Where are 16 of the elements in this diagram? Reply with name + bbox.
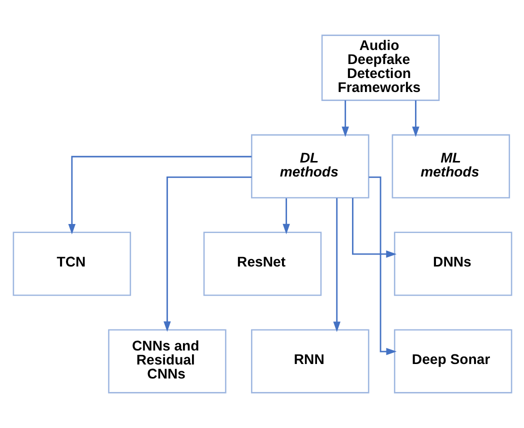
node-box: ResNet: [202, 232, 322, 296]
arrow: [352, 198, 396, 258]
arrow: [332, 198, 340, 332]
node-box: ML methods: [391, 134, 510, 198]
node-box: DL methods: [250, 134, 369, 198]
node-box: TCN: [12, 232, 131, 296]
node-box: RNN: [250, 329, 369, 394]
arrow: [163, 176, 252, 332]
arrow: [412, 100, 419, 137]
node-box: Deep Sonar: [393, 329, 512, 394]
node-box: Audio Deepfake Detection Frameworks: [320, 34, 440, 101]
arrow: [68, 156, 252, 234]
arrow: [282, 198, 290, 234]
node-box: CNNs and Residual CNNs: [108, 329, 226, 394]
node-box: DNNs: [393, 232, 512, 296]
arrow: [341, 100, 348, 137]
